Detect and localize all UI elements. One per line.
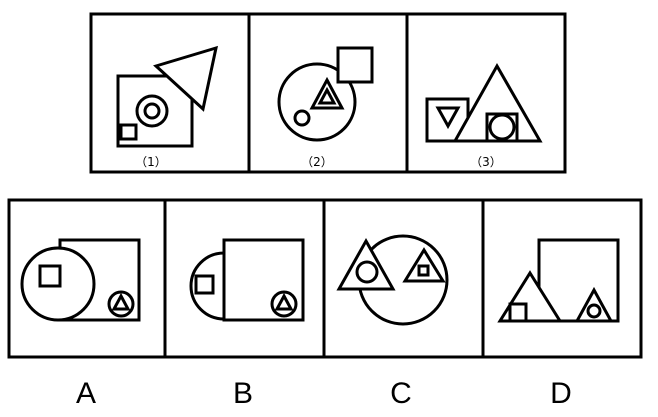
option-d-letter[interactable]: D: [550, 377, 572, 410]
left-triangle: [336, 237, 396, 291]
small-circle: [293, 109, 311, 127]
right-triangle: [402, 247, 446, 283]
small-circle: [586, 303, 602, 319]
outer-circle: [135, 94, 169, 128]
small-square: [119, 123, 138, 141]
large-square: [116, 74, 194, 148]
options-row: A B C D: [7, 198, 643, 410]
small-triangle: [574, 286, 614, 323]
small-circle: [270, 290, 298, 318]
large-circle: [277, 62, 357, 142]
large-triangle: [497, 270, 563, 323]
small-circle: [107, 290, 135, 318]
inner-small-square: [417, 264, 430, 277]
question-row: （1） （2） （3）: [89, 12, 567, 174]
option-a-letter[interactable]: A: [76, 377, 96, 410]
option-d[interactable]: [497, 238, 620, 323]
option-b-letter[interactable]: B: [233, 377, 253, 410]
inner-circle: [355, 260, 379, 284]
option-c[interactable]: [336, 234, 449, 326]
question-panel-3: （3）: [425, 62, 543, 169]
question-panel-2: （2）: [277, 46, 374, 169]
question-row-frame: [89, 12, 567, 174]
large-triangle: [153, 45, 218, 112]
inner-triangle: [317, 86, 337, 105]
half-circle: [189, 251, 225, 321]
small-square: [194, 274, 215, 295]
option-a[interactable]: [20, 238, 141, 322]
question-panel-1: （1）: [116, 45, 218, 169]
option-b[interactable]: [189, 238, 305, 322]
small-square: [38, 264, 62, 288]
small-square: [508, 302, 528, 323]
panel-2-caption: （2）: [301, 155, 333, 169]
square: [336, 46, 374, 84]
large-circle: [20, 246, 96, 322]
inner-circle: [143, 102, 161, 120]
large-square: [222, 238, 305, 322]
outer-triangle: [309, 76, 345, 110]
panel-3-caption: （3）: [470, 155, 502, 169]
inner-circle: [488, 113, 516, 141]
option-c-letter[interactable]: C: [390, 377, 412, 410]
small-triangle: [274, 292, 294, 311]
down-triangle: [435, 106, 461, 130]
panel-1-caption: （1）: [135, 155, 167, 169]
small-triangle: [111, 292, 131, 311]
